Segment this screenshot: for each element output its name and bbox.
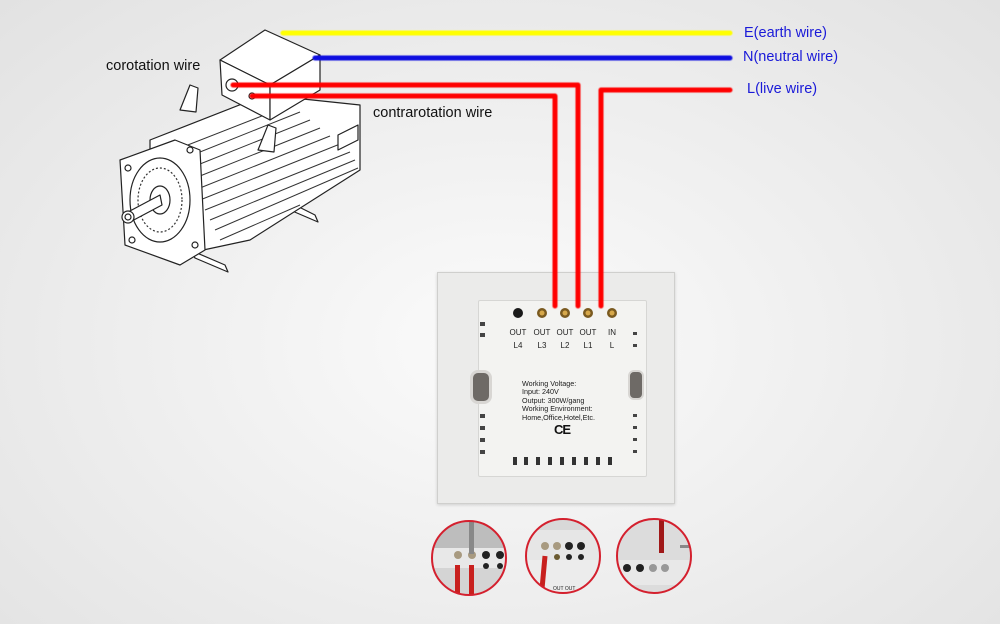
terminal-label-top: OUT (534, 328, 551, 337)
live-wire-label: L(live wire) (747, 81, 818, 97)
lifting-lug-front (257, 124, 277, 153)
terminal-screw (609, 310, 615, 316)
terminal-label-top: OUT (580, 328, 597, 337)
screwdriver-terminal-detail (431, 520, 507, 596)
terminal-label-top: OUT (510, 328, 527, 337)
spec-line: Working Voltage: (522, 379, 577, 388)
spec-line: Input: 240V (522, 387, 559, 397)
switch-spec-block: Working Voltage: Input: 240V Output: 300… (522, 379, 595, 422)
inserted-wire-detail: OUT OUT (525, 518, 601, 594)
side-terminal-detail (616, 518, 692, 594)
corotation-wire (230, 82, 581, 309)
mounting-slot-left (470, 370, 492, 404)
terminal-screw (539, 310, 545, 316)
terminal-label-bottom: L3 (538, 341, 547, 350)
terminal-label-bottom: L4 (514, 341, 523, 350)
terminal-screw (562, 310, 568, 316)
ce-mark: CE (554, 422, 571, 437)
motor-nameplate (337, 124, 359, 151)
detail-caption: OUT OUT (553, 586, 575, 592)
bottom-vents (513, 457, 612, 465)
spec-line: Output: 300W/gang (522, 395, 585, 405)
terminal-label-bottom: L1 (584, 341, 593, 350)
mounting-slot-right (628, 370, 644, 400)
neutral-wire-label: N(neutral wire) (743, 49, 839, 65)
earth-wire-label: E(earth wire) (744, 25, 827, 41)
corotation-wire-label: corotation wire (106, 58, 201, 74)
spec-line: Working Environment: (522, 404, 593, 414)
terminal-label-top: OUT (557, 328, 574, 337)
live-wire (598, 87, 733, 309)
lifting-lug-rear (179, 84, 199, 113)
contrarotation-wire (249, 93, 558, 309)
contrarotation-wire-label: contrarotation wire (373, 105, 493, 121)
terminal-screw (585, 310, 591, 316)
terminal-label-bottom: L (610, 341, 615, 350)
terminal-hole (513, 308, 523, 318)
terminal-label-bottom: L2 (561, 341, 570, 350)
spec-line: Home,Office,Hotel,Etc. (522, 412, 595, 422)
switch-back-housing (478, 300, 647, 477)
terminal-label-top: IN (608, 328, 616, 337)
